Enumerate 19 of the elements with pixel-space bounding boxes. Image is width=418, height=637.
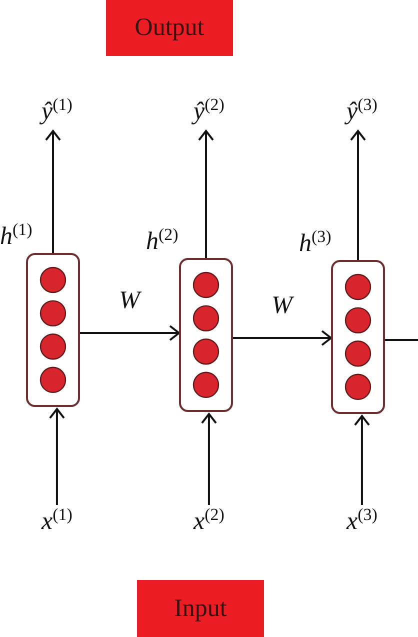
arrow: [233, 330, 332, 346]
arrow: [354, 415, 370, 505]
hidden-state-label: h$^{(3)}$: [299, 229, 332, 259]
arrow: [198, 130, 214, 258]
input-label: x$^{(1)}$: [42, 507, 72, 537]
output-label: ŷ$^{(3)}$: [346, 97, 378, 127]
input-box: Input: [137, 580, 264, 637]
hidden-state-label: h$^{(2)}$: [146, 227, 178, 257]
arrow: [350, 130, 366, 260]
output-box: Output: [106, 0, 233, 56]
arrow: [80, 325, 180, 341]
input-label: x$^{(2)}$: [194, 507, 224, 537]
hidden-state-label: h$^{(1)}$: [0, 222, 32, 252]
input-label: x$^{(3)}$: [346, 507, 378, 537]
output-label: ŷ$^{(2)}$: [194, 97, 224, 127]
arrow: [48, 408, 65, 505]
output-label: ŷ$^{(1)}$: [42, 97, 72, 127]
arrow: [45, 130, 61, 253]
arrow: [200, 413, 217, 505]
